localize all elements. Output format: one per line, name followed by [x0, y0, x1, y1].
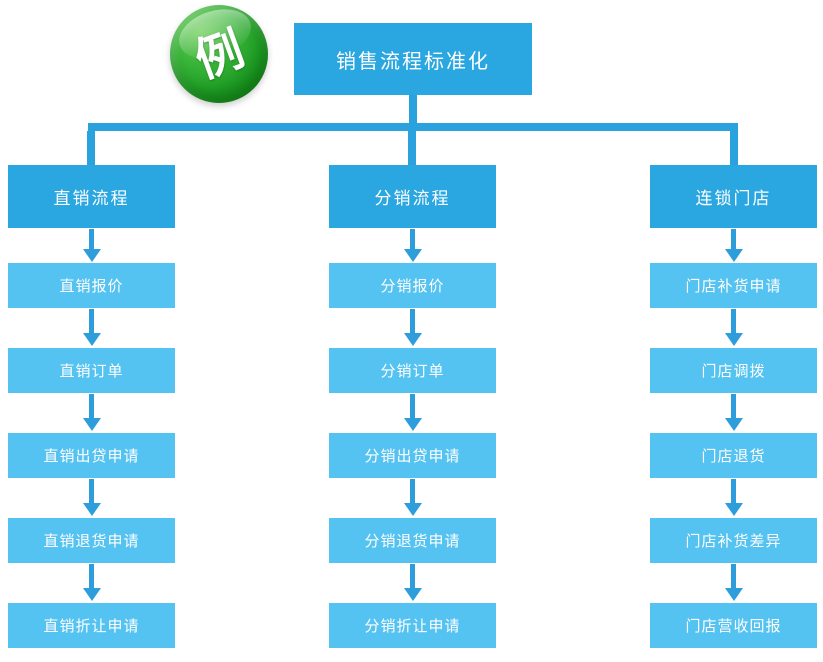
- column-header-node: 直销流程: [8, 165, 175, 228]
- connector-horizontal-line: [88, 123, 738, 131]
- flow-node: 直销折让申请: [8, 603, 175, 648]
- column-direct-sales: 直销流程 直销报价 直销订单 直销出贷申请 直销退货申请 直销折让申请: [8, 0, 175, 662]
- flow-node: 分销订单: [329, 348, 496, 393]
- example-badge-icon: 例: [170, 0, 268, 103]
- connector-stub-right: [730, 131, 738, 165]
- flow-node: 门店补货申请: [650, 263, 817, 308]
- flow-node: 直销退货申请: [8, 518, 175, 563]
- flow-node: 分销折让申请: [329, 603, 496, 648]
- arrow-down-icon: [82, 229, 101, 262]
- arrow-down-icon: [82, 309, 101, 346]
- flow-node: 门店退货: [650, 433, 817, 478]
- flow-node: 门店补货差异: [650, 518, 817, 563]
- arrow-down-icon: [403, 394, 422, 431]
- arrow-down-icon: [82, 394, 101, 431]
- arrow-down-icon: [82, 564, 101, 601]
- arrow-down-icon: [724, 479, 743, 516]
- arrow-down-icon: [724, 394, 743, 431]
- flow-node: 直销出贷申请: [8, 433, 175, 478]
- arrow-down-icon: [82, 479, 101, 516]
- column-chain-stores: 连锁门店 门店补货申请 门店调拨 门店退货 门店补货差异 门店营收回报: [650, 0, 817, 662]
- connector-stub-middle: [408, 131, 416, 165]
- flow-node: 直销订单: [8, 348, 175, 393]
- arrow-down-icon: [724, 564, 743, 601]
- arrow-down-icon: [403, 229, 422, 262]
- column-header-node: 连锁门店: [650, 165, 817, 228]
- flow-node: 分销退货申请: [329, 518, 496, 563]
- arrow-down-icon: [403, 309, 422, 346]
- column-distribution: 分销流程 分销报价 分销订单 分销出贷申请 分销退货申请 分销折让申请: [329, 0, 496, 662]
- flow-node: 分销报价: [329, 263, 496, 308]
- flow-node: 门店调拨: [650, 348, 817, 393]
- root-node: 销售流程标准化: [294, 23, 532, 95]
- arrow-down-icon: [403, 479, 422, 516]
- connector-stub-left: [87, 131, 95, 165]
- flow-node: 分销出贷申请: [329, 433, 496, 478]
- flow-node: 门店营收回报: [650, 603, 817, 648]
- arrow-down-icon: [403, 564, 422, 601]
- badge-label: 例: [187, 21, 251, 87]
- arrow-down-icon: [724, 229, 743, 262]
- connector-root-stub: [409, 95, 417, 124]
- arrow-down-icon: [724, 309, 743, 346]
- flow-node: 直销报价: [8, 263, 175, 308]
- column-header-node: 分销流程: [329, 165, 496, 228]
